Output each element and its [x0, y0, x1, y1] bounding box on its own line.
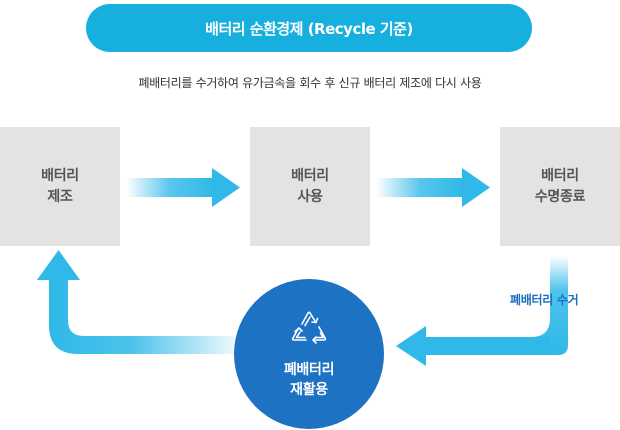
stage-use-label: 배터리 사용	[291, 167, 329, 205]
recycle-icon	[291, 311, 327, 344]
arrow-manufacture-to-use	[126, 168, 240, 207]
collection-label: 폐배터리 수거	[510, 293, 579, 307]
stage-end-of-life: 배터리 수명종료	[500, 127, 620, 246]
stage-manufacture: 배터리 제조	[0, 127, 120, 246]
stage-end-of-life-label: 배터리 수명종료	[534, 167, 586, 205]
arrow-collection-to-recycling	[396, 256, 568, 366]
title-banner: 배터리 순환경제 (Recycle 기준)	[86, 4, 532, 52]
arrow-use-to-end-of-life	[376, 168, 490, 207]
diagram-title: 배터리 순환경제 (Recycle 기준)	[205, 19, 413, 38]
arrow-recycling-to-manufacture	[37, 250, 234, 354]
diagram-subtitle: 폐배터리를 수거하여 유가금속을 회수 후 신규 배터리 제조에 다시 사용	[138, 76, 482, 90]
recycling-label: 폐배터리 재활용	[283, 362, 335, 398]
stage-manufacture-label: 배터리 제조	[41, 167, 79, 205]
stage-use: 배터리 사용	[250, 127, 370, 246]
recycling-circle: 폐배터리 재활용	[234, 279, 384, 429]
